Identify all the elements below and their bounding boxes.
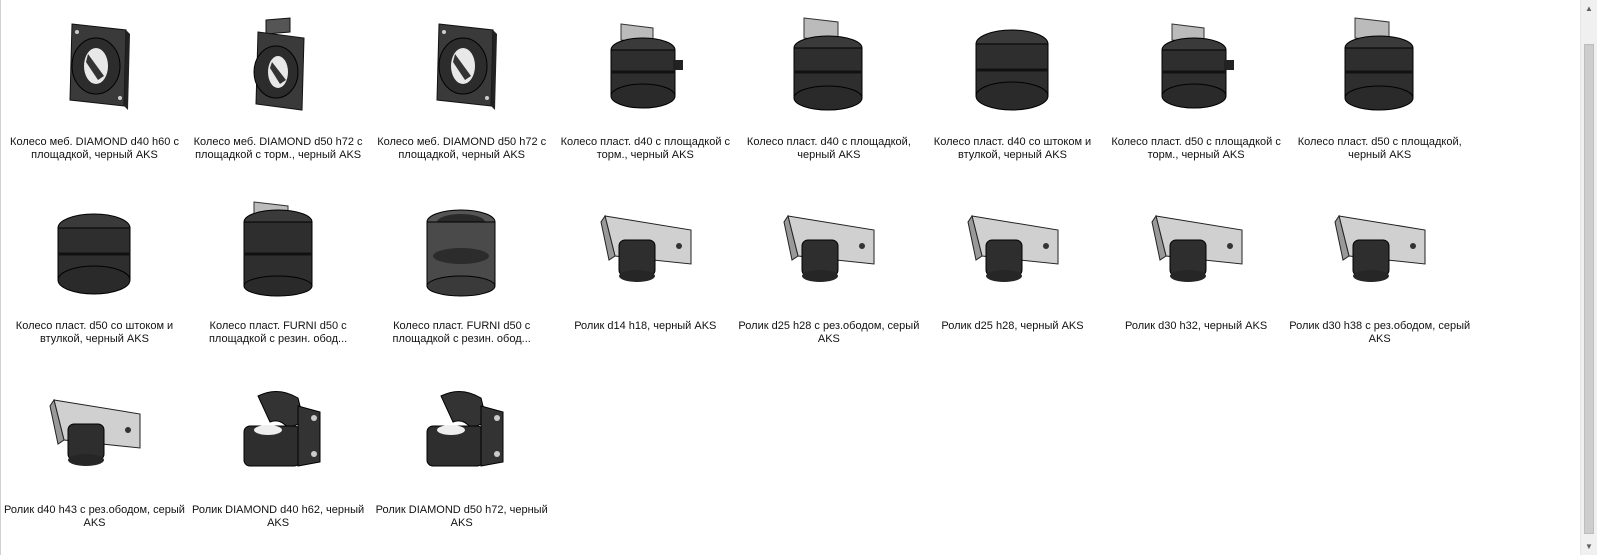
plastic-caster-stem-icon <box>44 198 144 298</box>
furni-caster-icon <box>228 198 328 298</box>
vertical-scrollbar[interactable]: ▲ ▼ <box>1580 0 1597 555</box>
thumbnail-item[interactable]: Колесо пласт. d40 с площадкой с торм., ч… <box>554 2 737 186</box>
roller-bracket-icon <box>1329 198 1429 298</box>
plastic-caster-plate-icon <box>1329 14 1429 114</box>
roller-bracket-icon <box>44 382 144 482</box>
plastic-caster-plate-icon <box>778 14 878 114</box>
thumbnail-caption: Колесо пласт. FURNI d50 с площадкой с ре… <box>208 320 348 345</box>
thumbnail-caption: Колесо меб. DIAMOND d50 h72 с площадкой,… <box>377 136 547 161</box>
thumbnail-item[interactable]: Ролик d30 h38 с рез.ободом, серый AKS <box>1288 186 1471 370</box>
roller-bracket-icon <box>595 198 695 298</box>
diamond-caster-brake-icon <box>228 14 328 114</box>
roller-bracket-icon <box>778 198 878 298</box>
thumbnail-caption: Ролик d30 h32, черный AKS <box>1124 320 1268 332</box>
thumbnail-caption: Колесо пласт. FURNI d50 с площадкой с ре… <box>392 320 531 345</box>
thumbnail-item[interactable]: Колесо пласт. d50 с площадкой, черный AK… <box>1288 2 1471 186</box>
thumbnail-caption: Колесо меб. DIAMOND d40 h60 с площадкой,… <box>10 136 179 161</box>
scroll-up-button[interactable]: ▲ <box>1585 4 1593 13</box>
thumbnail-item[interactable]: Колесо пласт. d40 со штоком и втулкой, ч… <box>921 2 1104 186</box>
thumbnail-item[interactable]: Ролик d25 h28, черный AKS <box>921 186 1104 370</box>
thumbnail-item[interactable]: Колесо пласт. d50 с площадкой с торм., ч… <box>1105 2 1288 186</box>
thumbnail-item[interactable]: Колесо пласт. FURNI d50 с площадкой с ре… <box>187 186 370 370</box>
thumbnail-caption: Колесо пласт. d50 с площадкой, черный AK… <box>1297 136 1462 161</box>
thumbnail-caption: Ролик DIAMOND d40 h62, черный AKS <box>192 504 365 529</box>
thumbnail-item[interactable]: Ролик DIAMOND d40 h62, черный AKS <box>187 370 370 554</box>
diamond-caster-plate-icon <box>44 14 144 114</box>
plastic-caster-brake-icon <box>1146 14 1246 114</box>
thumbnail-caption: Колесо пласт. d40 с площадкой с торм., ч… <box>560 136 731 161</box>
thumbnail-item[interactable]: Колесо меб. DIAMOND d50 h72 с площадкой,… <box>370 2 553 186</box>
thumbnail-caption: Ролик d25 h28 с рез.ободом, серый AKS <box>738 320 920 345</box>
thumbnail-caption: Ролик d25 h28, черный AKS <box>941 320 1084 332</box>
furni-caster-rim-icon <box>411 198 511 298</box>
thumbnail-item[interactable]: Колесо пласт. d40 с площадкой, черный AK… <box>737 2 920 186</box>
plastic-caster-brake-icon <box>595 14 695 114</box>
plastic-caster-stem-icon <box>962 14 1062 114</box>
thumbnail-caption: Колесо пласт. d50 со штоком и втулкой, ч… <box>15 320 174 345</box>
thumbnail-caption: Ролик d30 h38 с рез.ободом, серый AKS <box>1289 320 1471 345</box>
thumbnail-item[interactable]: Ролик d14 h18, черный AKS <box>554 186 737 370</box>
thumbnail-item[interactable]: Ролик d25 h28 с рез.ободом, серый AKS <box>737 186 920 370</box>
diamond-caster-plate-icon <box>411 14 511 114</box>
thumbnail-caption: Колесо пласт. d40 со штоком и втулкой, ч… <box>933 136 1092 161</box>
thumbnail-item[interactable]: Ролик d40 h43 с рез.ободом, серый AKS <box>3 370 186 554</box>
thumbnail-item[interactable]: Колесо меб. DIAMOND d40 h60 с площадкой,… <box>3 2 186 186</box>
thumbnail-caption: Ролик DIAMOND d50 h72, черный AKS <box>375 504 548 529</box>
diamond-roller-icon <box>411 382 511 482</box>
thumbnail-caption: Ролик d14 h18, черный AKS <box>574 320 717 332</box>
thumbnail-caption: Колесо пласт. d40 с площадкой, черный AK… <box>746 136 911 161</box>
thumbnail-caption: Колесо пласт. d50 с площадкой с торм., ч… <box>1111 136 1281 161</box>
thumbnail-caption: Колесо меб. DIAMOND d50 h72 с площадкой … <box>193 136 363 161</box>
thumbnail-item[interactable]: Колесо пласт. d50 со штоком и втулкой, ч… <box>3 186 186 370</box>
scroll-thumb[interactable] <box>1584 44 1594 534</box>
thumbnail-caption: Ролик d40 h43 с рез.ободом, серый AKS <box>4 504 185 529</box>
thumbnail-item[interactable]: Ролик DIAMOND d50 h72, черный AKS <box>370 370 553 554</box>
thumbnail-item[interactable]: Ролик d30 h32, черный AKS <box>1105 186 1288 370</box>
diamond-roller-icon <box>228 382 328 482</box>
thumbnail-item[interactable]: Колесо пласт. FURNI d50 с площадкой с ре… <box>370 186 553 370</box>
roller-bracket-icon <box>962 198 1062 298</box>
thumbnail-item[interactable]: Колесо меб. DIAMOND d50 h72 с площадкой … <box>187 2 370 186</box>
roller-bracket-icon <box>1146 198 1246 298</box>
scroll-down-button[interactable]: ▼ <box>1585 542 1593 551</box>
